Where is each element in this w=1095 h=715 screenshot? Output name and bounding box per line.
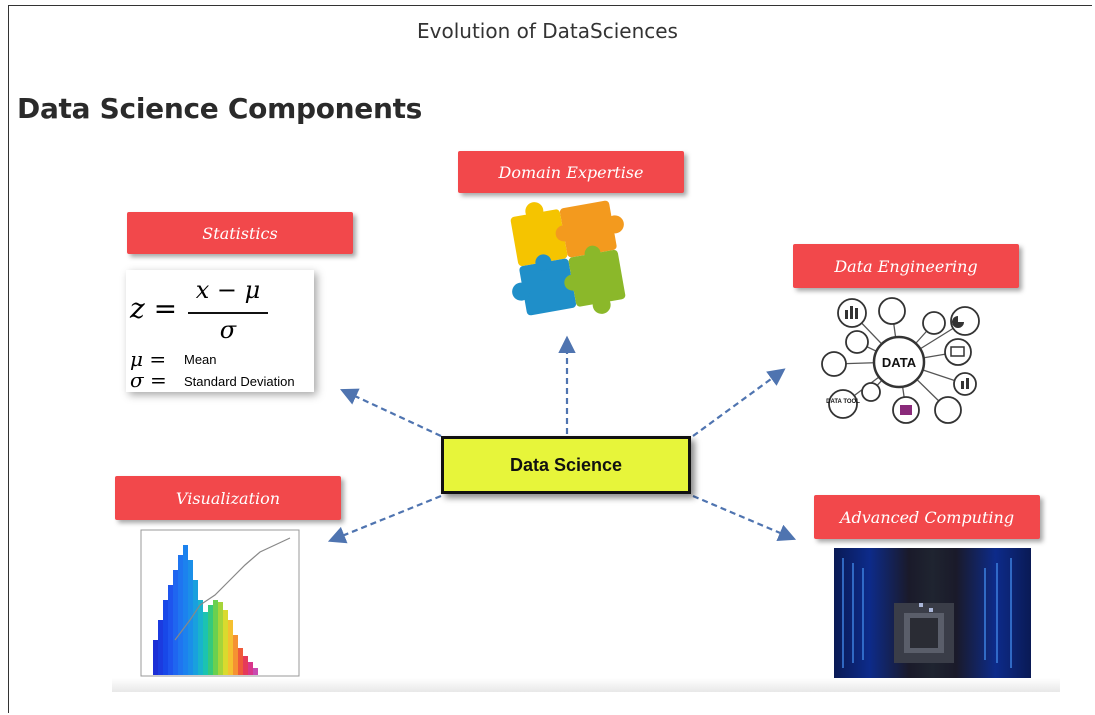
sigma-symbol: σ = bbox=[130, 368, 167, 392]
sigma-definition: Standard Deviation bbox=[184, 374, 295, 389]
window-title: Evolution of DataSciences bbox=[417, 19, 678, 43]
formula-lhs: z = bbox=[130, 292, 178, 325]
formula-numerator: x − μ bbox=[195, 276, 261, 304]
slide-frame bbox=[8, 5, 1092, 713]
domain-expertise-label: Domain Expertise bbox=[458, 151, 684, 193]
formula-denominator: σ bbox=[219, 316, 237, 344]
puzzle-piece-green bbox=[568, 249, 626, 307]
puzzle-piece-orange bbox=[559, 200, 617, 258]
center-node-label: Data Science bbox=[509, 454, 623, 475]
slide-bottom-shadow bbox=[112, 678, 1060, 692]
data-science-center-node: Data Science bbox=[441, 436, 691, 494]
mu-symbol: μ = bbox=[130, 347, 167, 371]
arrow-to-data-engineering bbox=[692, 368, 786, 437]
visualization-text: Visualization bbox=[175, 488, 281, 508]
puzzle-piece-blue bbox=[519, 258, 577, 316]
data-engineering-text: Data Engineering bbox=[834, 256, 978, 276]
puzzle-piece-yellow bbox=[510, 209, 568, 267]
data-center-image bbox=[834, 548, 1031, 682]
statistics-formula-card: z = x − μ σ μ = Mean σ = Standard Deviat… bbox=[126, 270, 314, 392]
domain-expertise-text: Domain Expertise bbox=[498, 162, 644, 182]
svg-text:DATA TOOL: DATA TOOL bbox=[826, 399, 860, 405]
arrow-to-advanced-computing bbox=[692, 494, 797, 541]
data-hub-label: DATA bbox=[882, 355, 917, 370]
visualization-label: Visualization bbox=[115, 476, 341, 520]
advanced-computing-label: Advanced Computing bbox=[814, 495, 1040, 539]
mu-definition: Mean bbox=[184, 352, 217, 367]
arrow-to-statistics bbox=[340, 388, 442, 437]
data-engineering-label: Data Engineering bbox=[793, 244, 1019, 288]
data-tool-node-label: DATA TOOL bbox=[826, 399, 860, 405]
advanced-computing-text: Advanced Computing bbox=[839, 507, 1015, 527]
fraction-bar bbox=[188, 312, 268, 314]
statistics-text: Statistics bbox=[202, 223, 278, 243]
slide-heading: Data Science Components bbox=[17, 92, 423, 125]
statistics-label: Statistics bbox=[127, 212, 353, 254]
